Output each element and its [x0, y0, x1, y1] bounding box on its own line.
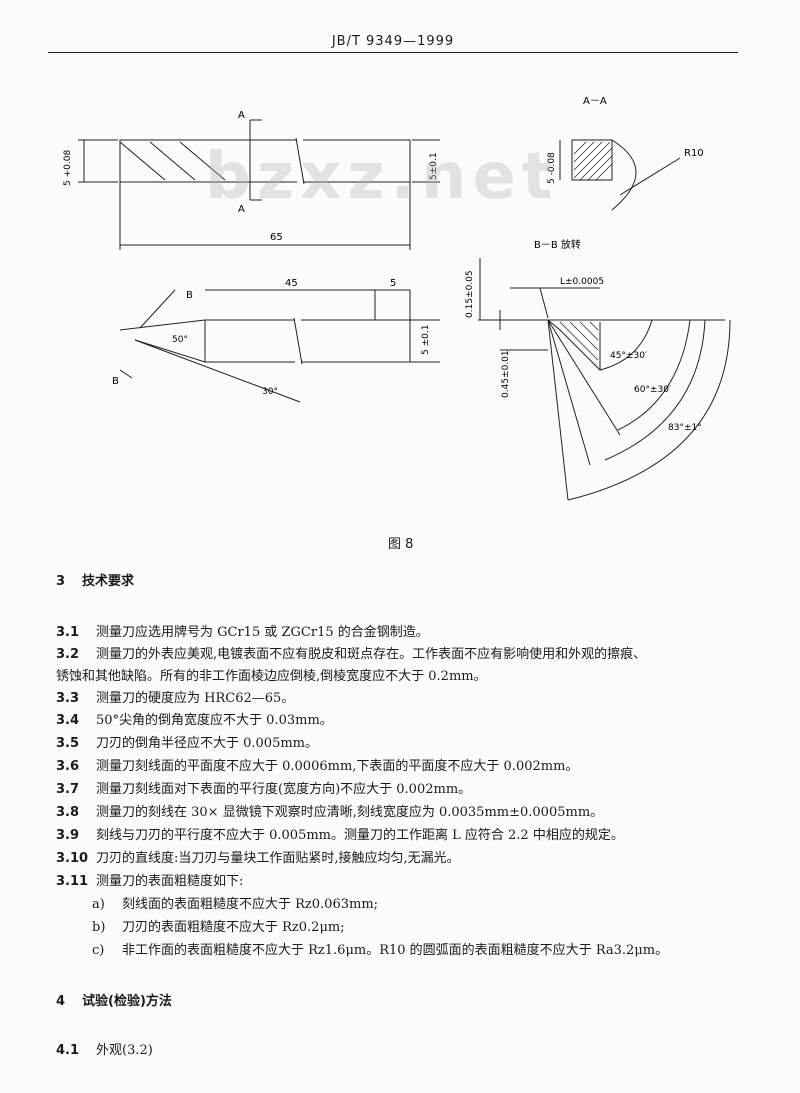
dim-right-mid: 5 ±0.1: [421, 325, 431, 355]
dim-45: 45: [285, 278, 298, 289]
aa-title: A－A: [583, 96, 607, 107]
section-mark-a2: A: [238, 204, 245, 215]
page-header: JB/T 9349—1999: [48, 34, 738, 53]
standard-number: JB/T 9349—1999: [331, 34, 455, 49]
blade-profile: [119, 319, 411, 363]
dim-h2: 0.45±0.01: [501, 350, 511, 398]
label-b: B: [186, 290, 193, 301]
bb-title: B－B 放转: [534, 238, 581, 251]
r10-label: R10: [684, 148, 704, 159]
dim-aa-side: 5 -0.08: [547, 152, 557, 184]
dim-h: 0.15±0.05: [465, 270, 475, 318]
angle-83: 83°±1°: [668, 423, 702, 433]
angle-60: 60°±30′: [634, 385, 671, 395]
item-b: b)刀刃的表面粗糙度不应大于 Rz0.2μm;: [92, 920, 345, 935]
label-b2: B: [112, 376, 119, 387]
angle-50: 50°: [172, 335, 188, 345]
technical-drawing: A A A－A B－B 放转 65 5±0.1 5 +0.08 5 -0.08 …: [63, 96, 731, 501]
section-mark-a: A: [238, 110, 245, 121]
item-c: c)非工作面的表面粗糙度不应大于 Rz1.6μm。R10 的圆弧面的表面粗糙度不…: [92, 943, 669, 958]
watermark: bzxz.net: [205, 140, 559, 214]
dim-left: 5 +0.08: [63, 150, 73, 186]
dim-l: L±0.0005: [560, 277, 604, 287]
aa-section: [571, 139, 613, 181]
angle-45: 45°±30′: [610, 351, 647, 361]
item-a: a)刻线面的表面粗糙度不应大于 Rz0.063mm;: [92, 897, 379, 912]
dim-5: 5: [390, 278, 396, 289]
angle-30: 30°: [262, 387, 278, 397]
figure-caption: 图 8: [388, 537, 414, 552]
dim-65: 65: [270, 232, 283, 243]
dim-5-top: 5±0.1: [429, 152, 439, 180]
